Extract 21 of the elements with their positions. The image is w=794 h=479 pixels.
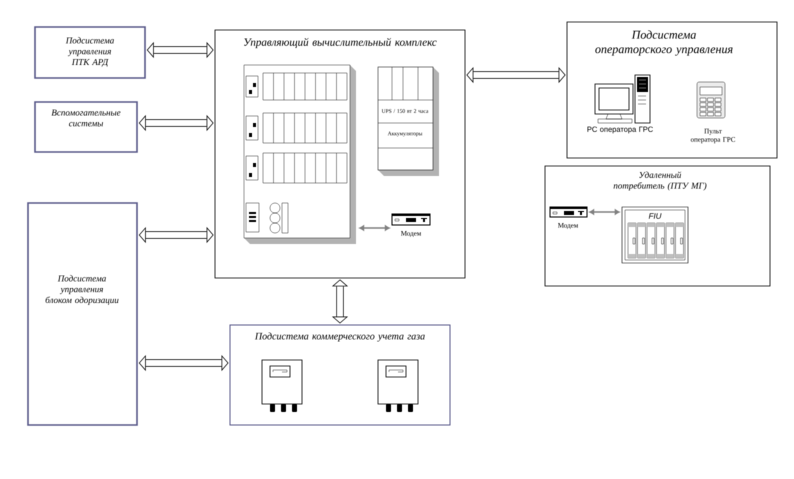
panel xyxy=(230,324,450,426)
box-label: Подсистема операторского управления xyxy=(595,30,733,56)
flow-computer-drawing xyxy=(378,360,418,412)
box-label: Подсистема коммерческого учета газа xyxy=(254,332,425,342)
system-box xyxy=(622,206,688,264)
system-box xyxy=(27,202,138,426)
system-box xyxy=(34,26,146,79)
system-box xyxy=(34,101,138,153)
box-label: Вспомогательные системы xyxy=(51,110,120,126)
box-label: Управляющий вычислительный комплекс xyxy=(244,38,437,48)
box-label: Удаленный потребитель (ПТУ МГ) xyxy=(614,171,706,191)
arrow xyxy=(589,209,620,215)
system-box xyxy=(378,66,439,176)
cabinet-drawing xyxy=(244,64,356,244)
box-label: FIU xyxy=(648,213,662,219)
box-label: Подсистема управления ПТК АРД xyxy=(66,37,114,67)
arrow xyxy=(359,225,390,231)
flow-computer-drawing xyxy=(262,360,302,412)
arrow xyxy=(138,354,228,372)
panel xyxy=(566,22,778,158)
box-label: Подсистема управления блоком одоризации xyxy=(46,275,118,305)
